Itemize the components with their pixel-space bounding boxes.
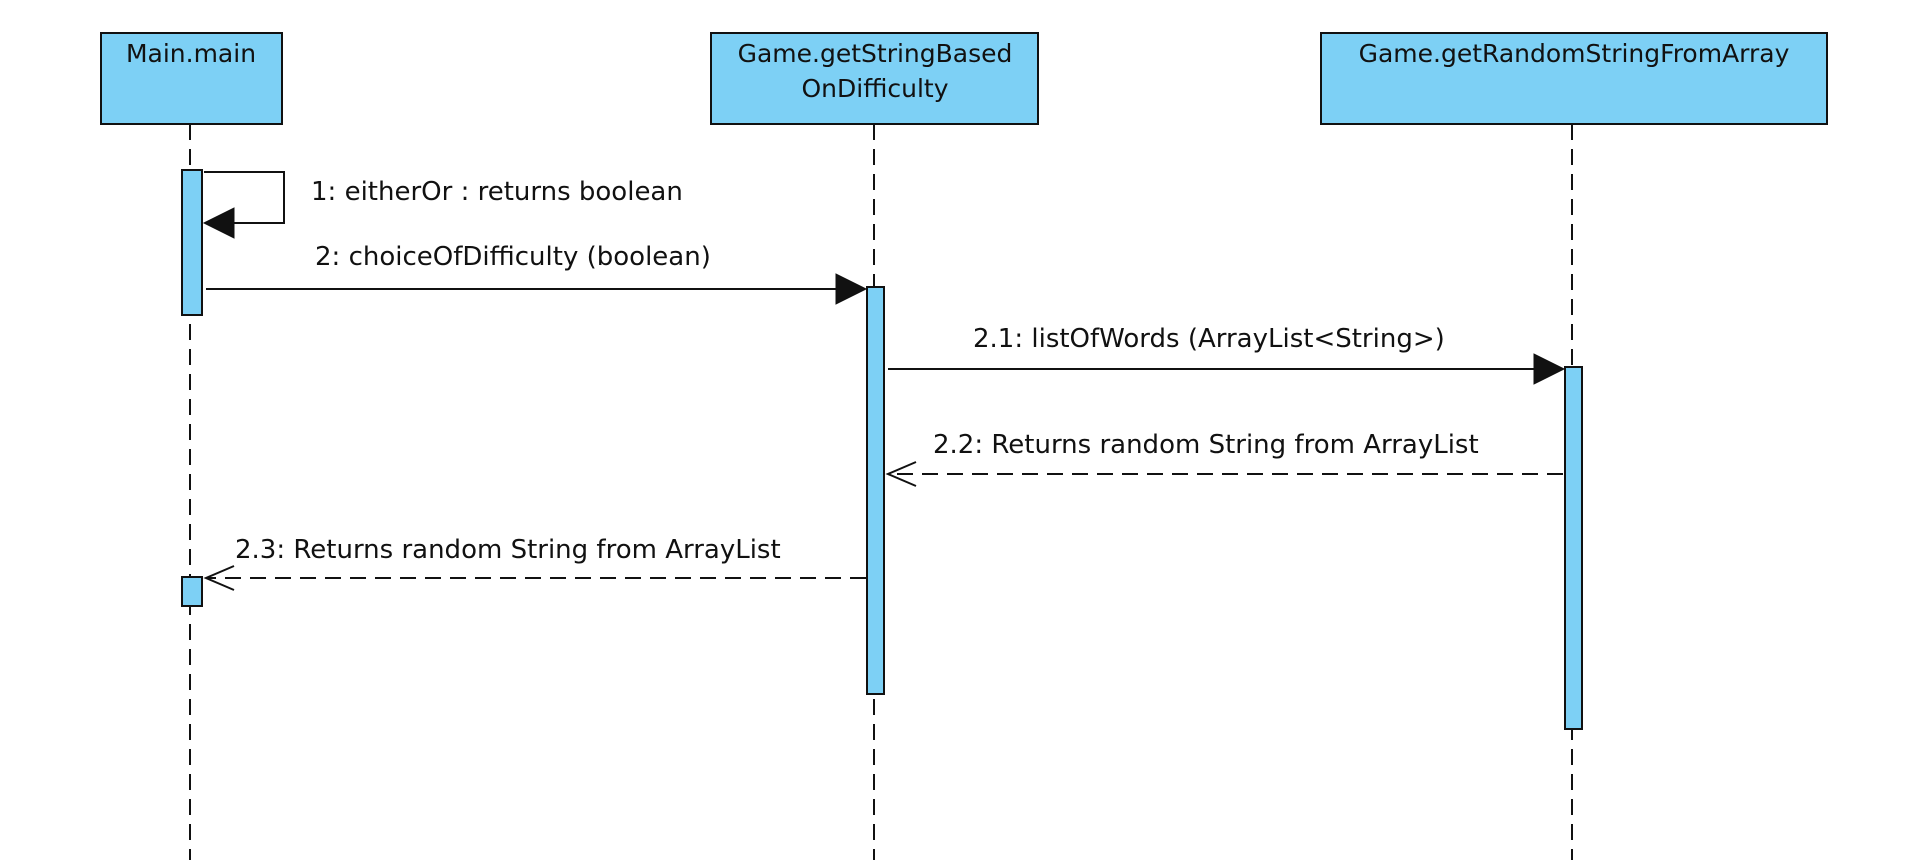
message-2-3-return[interactable]: 2.3: Returns random String from ArrayLis… <box>203 535 866 591</box>
message-2-1-label: 2.1: listOfWords (ArrayList<String>) <box>973 324 1445 354</box>
message-1-label: 1: eitherOr : returns boolean <box>311 177 683 207</box>
message-2-label: 2: choiceOfDifficulty (boolean) <box>315 242 711 272</box>
lifeline-main-title: Main.main <box>126 39 256 68</box>
message-2-call[interactable]: 2: choiceOfDifficulty (boolean) <box>206 242 868 305</box>
lifeline-difficulty: Game.getStringBased OnDifficulty <box>710 32 1039 860</box>
lifeline-difficulty-title-line-1: Game.getStringBased <box>738 39 1013 68</box>
message-2-1-call[interactable]: 2.1: listOfWords (ArrayList<String>) <box>888 324 1566 385</box>
lifeline-random-title: Game.getRandomStringFromArray <box>1359 39 1790 68</box>
lifeline-random: Game.getRandomStringFromArray <box>1320 32 1828 860</box>
message-1-self-call[interactable]: 1: eitherOr : returns boolean <box>202 171 683 239</box>
message-2-3-label: 2.3: Returns random String from ArrayLis… <box>235 535 781 565</box>
lifeline-main: Main.main <box>100 32 283 860</box>
message-2-1-arrowhead <box>1533 353 1566 385</box>
activation-main-2 <box>181 576 203 607</box>
lifeline-difficulty-header[interactable] <box>710 32 1039 125</box>
lifeline-random-header[interactable] <box>1320 32 1828 125</box>
activation-random <box>1564 366 1583 730</box>
message-2-3-arrowhead <box>203 565 235 591</box>
message-2-2-return[interactable]: 2.2: Returns random String from ArrayLis… <box>885 430 1563 487</box>
message-2-arrowhead <box>835 273 868 305</box>
message-1-arrowhead <box>202 207 235 239</box>
activation-main-1 <box>181 169 203 316</box>
lifeline-difficulty-title-line-2: OnDifficulty <box>801 74 948 103</box>
message-2-2-label: 2.2: Returns random String from ArrayLis… <box>933 430 1479 460</box>
activation-difficulty <box>866 286 885 695</box>
message-2-2-arrowhead <box>885 461 917 487</box>
message-1-line <box>204 171 285 224</box>
lifeline-main-header[interactable] <box>100 32 283 125</box>
